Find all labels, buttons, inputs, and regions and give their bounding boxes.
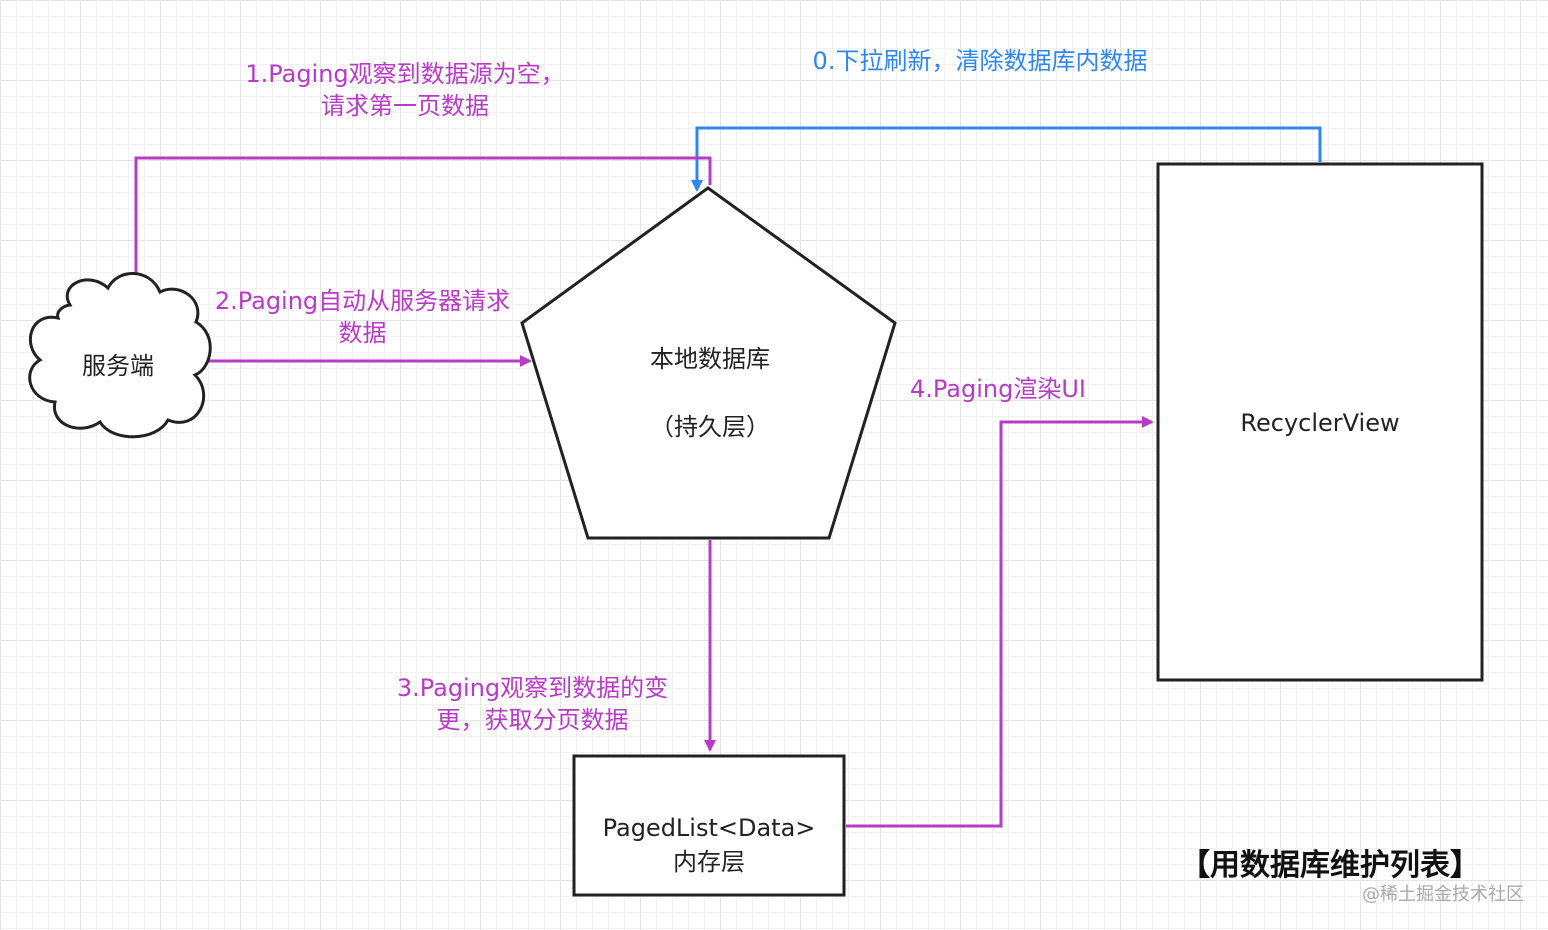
edge-step1-arrow [130,156,712,292]
edge-step0-label: 0.下拉刷新，清除数据库内数据 [812,47,1148,75]
local-db-label: 本地数据库 （持久层） [650,345,770,441]
paged-list-box [572,754,846,897]
recycler-view-label: RecyclerView [1240,409,1400,437]
edge-step4-label: 4.Paging渲染UI [910,375,1086,403]
paged-list-label: PagedList<Data> 内存层 [602,814,816,876]
local-db-pentagon [520,186,897,540]
edge-step3-label: 3.Paging观察到数据的变 更，获取分页数据 [396,674,669,734]
edge-step2-label: 2.Paging自动从服务器请求 数据 [214,287,511,347]
server-label: 服务端 [82,352,154,380]
diagram-caption: 【用数据库维护列表】 [1180,848,1480,883]
edge-step1-label: 1.Paging观察到数据源为空， 请求第一页数据 [245,60,565,120]
watermark-text: @稀土掘金技术社区 [1362,884,1524,905]
server-cloud [28,272,212,439]
edge-step4-arrow [846,416,1154,828]
recycler-view-box [1156,162,1484,682]
